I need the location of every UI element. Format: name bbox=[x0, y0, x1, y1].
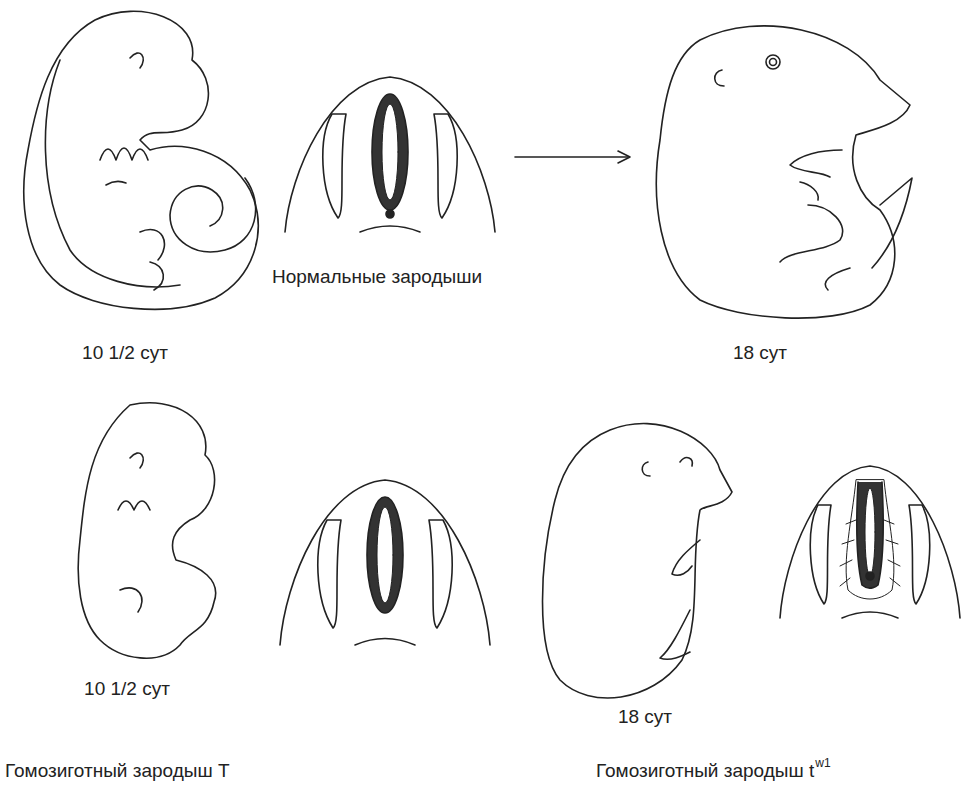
caption-label: 10 1/2 сут bbox=[82, 342, 168, 365]
tw1-fetus bbox=[543, 424, 733, 698]
superscript-label: w1 bbox=[815, 756, 830, 770]
t-embryo bbox=[78, 403, 215, 658]
caption-label: Гомозиготный зародыш T bbox=[5, 760, 230, 783]
caption-label: Нормальные зародыши bbox=[272, 266, 482, 289]
caption-label: 18 сут bbox=[618, 706, 672, 729]
tw1-cross-section bbox=[780, 466, 960, 618]
normal-fetus bbox=[656, 26, 912, 318]
arrow-line bbox=[515, 156, 628, 158]
normal-cross-section bbox=[285, 77, 495, 232]
caption-label: 18 сут bbox=[733, 342, 787, 365]
normal-embryo bbox=[24, 11, 258, 309]
caption-label: Гомозиготный зародыш t bbox=[596, 760, 814, 783]
t-cross-section bbox=[280, 480, 490, 645]
arrow-head bbox=[618, 151, 630, 163]
caption-label: 10 1/2 сут bbox=[84, 678, 170, 701]
